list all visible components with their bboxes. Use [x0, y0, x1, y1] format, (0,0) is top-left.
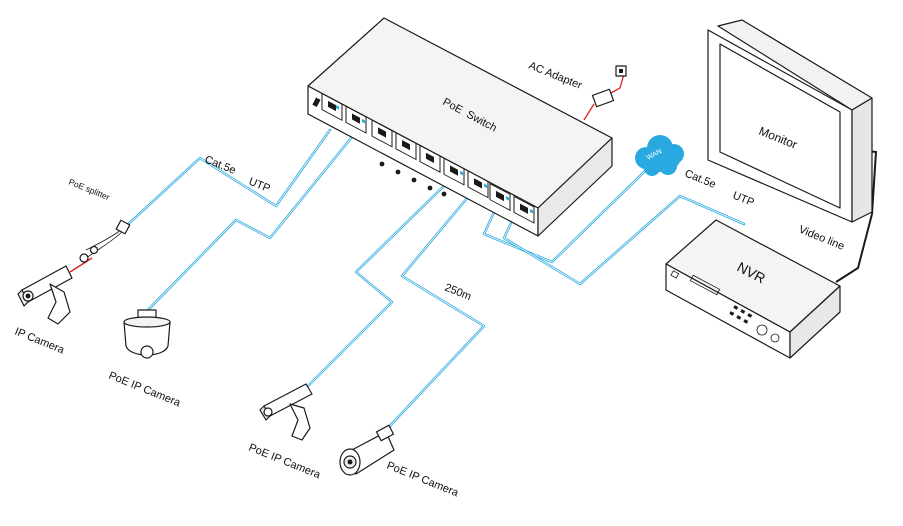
poe-splitter — [79, 219, 131, 263]
nvr-front-panel — [670, 270, 780, 343]
ip-camera — [17, 265, 73, 325]
poe-switch: PoE Switch — [307, 17, 613, 237]
nvr: NVR — [665, 219, 841, 359]
switch-ports — [321, 92, 535, 224]
poe-dome-camera — [123, 309, 171, 359]
poe-splitter-label: PoE splitter — [67, 177, 111, 203]
cable-box-camera — [304, 180, 450, 390]
poe-dome-camera-label: PoE IP Camera — [107, 370, 183, 410]
poe-bullet-camera — [339, 424, 395, 476]
cat5e-left-label: Cat.5e — [203, 154, 238, 177]
cat5e-right-label: Cat.5e — [683, 168, 718, 191]
poe-bullet-camera-label: PoE IP Camera — [385, 460, 461, 500]
poe-box-camera — [259, 383, 313, 441]
ip-camera-label: IP Camera — [13, 326, 67, 357]
utp-right-label: UTP — [731, 190, 756, 209]
monitor: Monitor — [707, 19, 873, 223]
ac-adapter-label: AC Adapter — [527, 60, 584, 92]
poe-box-camera-label: PoE IP Camera — [247, 442, 323, 482]
switch-ellipsis-dots — [379, 161, 447, 197]
cable-splitter — [122, 128, 332, 230]
wan-cloud-icon: WAN — [635, 135, 684, 176]
utp-left-label: UTP — [247, 176, 272, 195]
video-line-label: Video line — [797, 224, 846, 253]
cable-dome-camera — [144, 130, 358, 314]
distance-label: 250m — [443, 282, 473, 303]
ac-adapter: AC Adapter — [527, 60, 627, 108]
cable-bullet-camera — [384, 188, 486, 432]
